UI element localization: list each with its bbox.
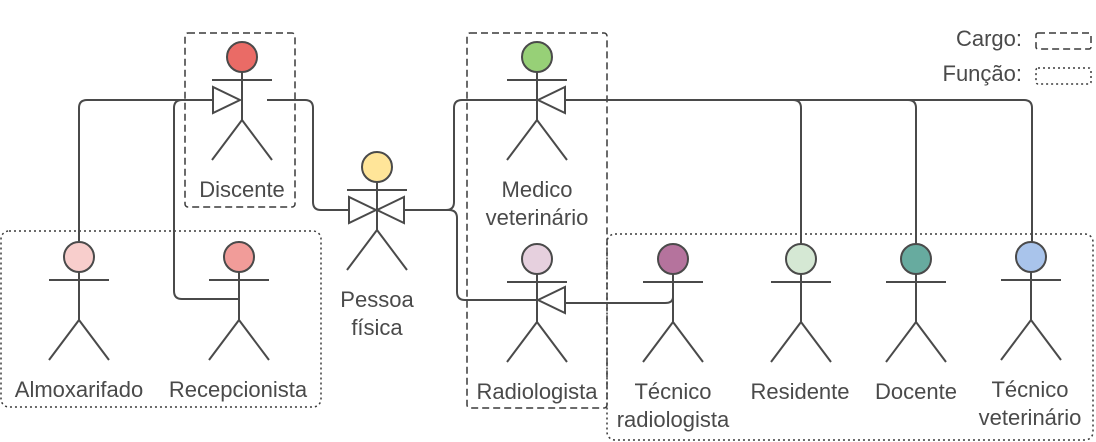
arrowhead-medico <box>535 85 566 115</box>
actor-radiologista: Radiologista <box>476 243 598 404</box>
actor-label-almoxarifado: Almoxarifado <box>15 377 143 402</box>
actor-head <box>361 151 393 183</box>
actor-almoxarifado: Almoxarifado <box>15 241 143 402</box>
legend-cargo-label: Cargo: <box>956 26 1022 51</box>
actor-label-residente: Residente <box>750 379 849 404</box>
actor-label-recepcionista: Recepcionista <box>169 377 308 402</box>
legend-funcao-swatch <box>1035 67 1092 85</box>
actor-body <box>770 274 832 363</box>
actor-body <box>642 274 704 363</box>
actor-head <box>1015 241 1047 273</box>
legend-funcao-label: Função: <box>943 61 1023 86</box>
actor-body <box>885 274 947 363</box>
actor-body <box>211 72 273 161</box>
actor-body <box>1000 272 1062 361</box>
legend-cargo-swatch <box>1035 32 1092 50</box>
edge-discente-pessoa <box>267 99 348 211</box>
arrowhead-radiologista <box>535 285 566 315</box>
edge-tecnico-veterinario-medico <box>565 99 1033 244</box>
connectors <box>78 85 1033 315</box>
actor-body <box>208 272 270 361</box>
edge-tecnico-radiologista-radiologista <box>565 272 674 304</box>
edge-almoxarifado-discente <box>78 99 212 241</box>
funcao-box-left <box>0 230 322 408</box>
arrowhead-pessoa-right <box>374 195 405 225</box>
actor-head <box>900 243 932 275</box>
actor-head <box>226 41 258 73</box>
actor-label-discente: Discente <box>199 177 285 202</box>
actor-head <box>521 243 553 275</box>
actor-head <box>785 243 817 275</box>
actor-body <box>506 274 568 363</box>
edge-radiologista-pessoa <box>405 209 537 301</box>
arrowhead-discente <box>212 85 243 115</box>
edge-docente-medico <box>565 99 917 244</box>
actor-label-docente: Docente <box>875 379 957 404</box>
cargo-box-medico-radiologista <box>466 32 608 409</box>
actor-discente: Discente <box>199 41 285 202</box>
actor-label-radiologista: Radiologista <box>476 379 598 404</box>
actor-body <box>48 272 110 361</box>
funcao-box-right <box>606 233 1094 441</box>
edge-recepcionista-discente <box>173 99 240 300</box>
legend: Cargo: Função: <box>943 26 1092 86</box>
actor-recepcionista: Recepcionista <box>169 241 308 402</box>
actor-residente: Residente <box>750 243 850 404</box>
actor-body <box>506 72 568 161</box>
actor-body <box>346 182 408 271</box>
actor-head <box>223 241 255 273</box>
cargo-box-discente <box>184 32 296 208</box>
actor-docente: Docente <box>875 243 957 404</box>
edge-residente-medico <box>565 99 802 244</box>
actor-head <box>63 241 95 273</box>
actor-head <box>521 41 553 73</box>
actor-head <box>657 243 689 275</box>
arrowhead-pessoa-left <box>348 195 379 225</box>
